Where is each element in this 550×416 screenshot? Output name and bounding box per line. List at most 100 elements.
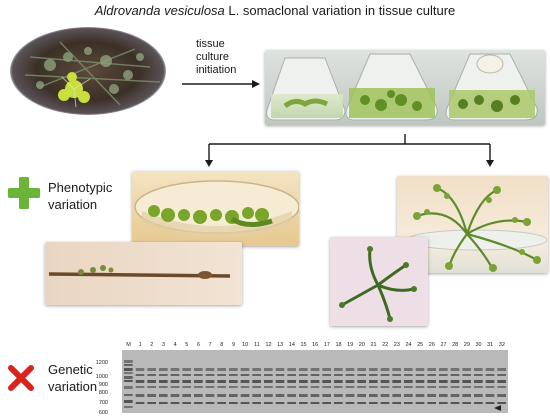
gel-lane-label: 10 [242, 342, 249, 348]
gel-band [264, 386, 273, 388]
gel-lane-label: 21 [370, 342, 377, 348]
gel-lane-label: M [126, 342, 131, 348]
gel-band [194, 380, 203, 383]
gel-band [135, 386, 145, 388]
gel-band [159, 386, 168, 388]
gel-band [287, 380, 296, 383]
gel-band [462, 374, 471, 376]
gel-band [462, 368, 471, 371]
gel-band [217, 402, 226, 404]
gel-band [369, 386, 378, 388]
gel-lane-label: 32 [498, 342, 505, 348]
gel-band [275, 386, 285, 388]
gel-band [497, 386, 506, 388]
gel-band [124, 394, 133, 396]
gel-band [124, 406, 133, 408]
gel-band [474, 402, 483, 404]
gel-band [135, 374, 145, 376]
gel-band [217, 368, 226, 371]
gel-band [404, 374, 413, 376]
gel-electrophoresis-image [122, 350, 508, 413]
gel-band [287, 394, 296, 397]
gel-lane-label: 3 [161, 342, 166, 348]
gel-band [439, 368, 448, 371]
gel-lane-label: 8 [220, 342, 224, 348]
gel-band [497, 402, 506, 404]
gel-band [182, 402, 191, 404]
gel-band [439, 386, 448, 388]
gel-lane-label: 20 [358, 342, 365, 348]
gel-band [252, 386, 261, 388]
gel-lane-label: 11 [253, 342, 260, 348]
gel-lane-label: 5 [185, 342, 189, 348]
gel-band [322, 368, 331, 371]
gel-lane-label: 30 [475, 342, 482, 348]
gel-band [474, 386, 483, 388]
gel-band [427, 394, 436, 397]
gel-band [450, 368, 460, 371]
gel-band [357, 402, 366, 404]
gel-band [392, 386, 401, 388]
gel-band [135, 380, 145, 383]
gel-band [485, 394, 495, 397]
gel-band [229, 402, 238, 404]
gel-band [380, 380, 390, 383]
gel-band [159, 374, 168, 376]
aldrovanda-plant-photo [10, 27, 166, 115]
gel-band [229, 368, 238, 371]
step-label-line-3: initiation [196, 64, 237, 76]
gel-band [392, 374, 401, 376]
gel-band [427, 402, 436, 404]
gel-band [345, 380, 355, 383]
gel-band [147, 394, 156, 397]
gel-band [135, 394, 145, 397]
gel-lane-label: 14 [288, 342, 295, 348]
gel-band [392, 380, 401, 383]
gel-band [497, 394, 506, 397]
gel-band [135, 368, 145, 371]
gel-marker-label: 1000 [95, 374, 108, 380]
gel-band [392, 394, 401, 397]
gel-band [287, 386, 296, 388]
elongated-shoot-photo [45, 242, 242, 305]
gel-band [135, 402, 145, 404]
gel-band [322, 402, 331, 404]
gel-band [229, 374, 238, 376]
gel-band [275, 380, 285, 383]
gel-band [380, 368, 390, 371]
gel-band [462, 402, 471, 404]
gel-band [427, 380, 436, 383]
gel-band [147, 386, 156, 388]
gel-band [240, 368, 250, 371]
gel-band [322, 374, 331, 376]
gel-lane-label: 9 [231, 342, 236, 348]
gel-lane-label: 29 [463, 342, 470, 348]
gel-band [124, 368, 133, 371]
gel-band [415, 374, 425, 376]
step-label: tissue culture initiation [196, 38, 236, 77]
gel-lane-label: 25 [417, 342, 424, 348]
gel-band [369, 402, 378, 404]
gel-band [497, 368, 506, 371]
gel-band [264, 368, 273, 371]
gel-band [264, 402, 273, 404]
gel-lane-label: 22 [382, 342, 389, 348]
gel-band [170, 374, 180, 376]
gel-band [439, 402, 448, 404]
gel-band [462, 394, 471, 397]
gel-band [334, 368, 343, 371]
branched-plant-photo [397, 176, 548, 273]
gel-band [369, 374, 378, 376]
gel-band [334, 402, 343, 404]
gel-band [450, 394, 460, 397]
gel-band [427, 368, 436, 371]
gel-lane-label: 26 [428, 342, 435, 348]
step-label-line-2: culture [196, 51, 230, 63]
gel-band [497, 374, 506, 376]
gel-band [310, 368, 320, 371]
gel-band [240, 374, 250, 376]
gel-band [369, 380, 378, 383]
petri-dish-photo [132, 171, 299, 246]
gel-band [439, 380, 448, 383]
phenotypic-variation-word: variation [48, 197, 98, 212]
